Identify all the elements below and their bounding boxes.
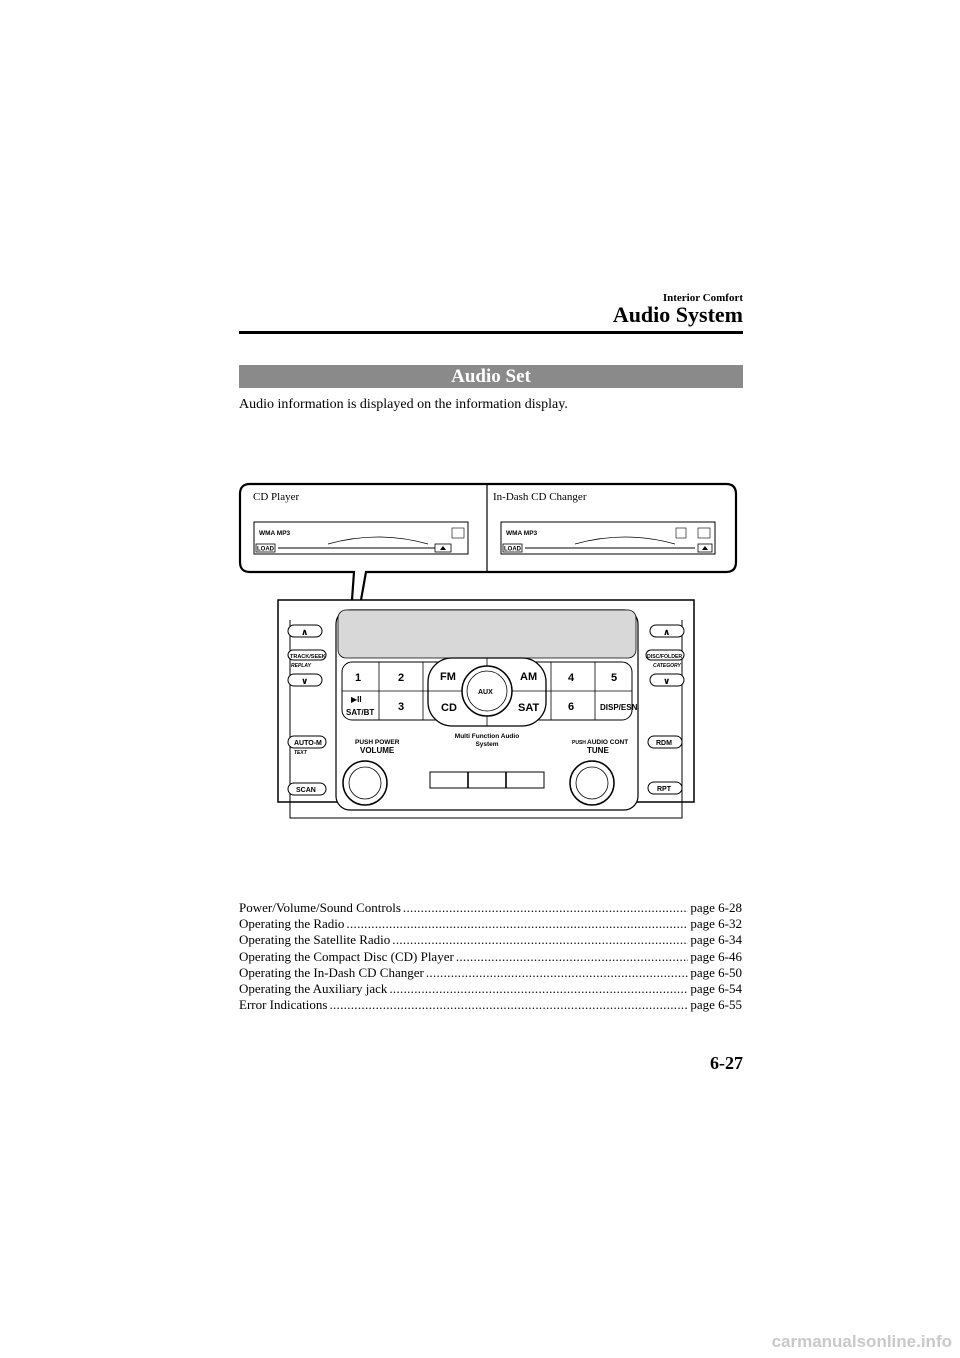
disp-esn-button: DISP/ESN [600,703,638,712]
subsection-heading: Audio Set [239,365,743,388]
changer-label: In-Dash CD Changer [493,491,587,503]
sat-button: SAT [518,702,539,714]
preset-6-button: 6 [568,701,574,713]
preset-4-button: 4 [568,672,575,684]
page-number: 6-27 [710,1053,743,1073]
rpt-button: RPT [657,786,672,793]
replay-label: REPLAY [291,663,312,669]
am-button: AM [520,671,537,683]
disc-folder-label: DISC/FOLDER [647,654,682,660]
seek-down-button: ∨ [301,676,308,686]
text-label: TEXT [294,750,308,756]
scan-button: SCAN [296,787,316,794]
reference-row: Operating the In-Dash CD Changerpage 6-5… [239,965,742,981]
multi-function-label: Multi Function Audio [455,733,519,740]
reference-row: Operating the Auxiliary jackpage 6-54 [239,981,742,997]
aux-button: AUX [478,689,493,696]
audio-cont-label: AUDIO CONT [587,739,628,746]
section-title: Audio System [612,302,743,327]
changer-slot: WMA MP3 LOAD [500,521,716,555]
intro-paragraph: Audio information is displayed on the in… [239,397,568,412]
watermark: carmanualsonline.info [771,1332,952,1351]
play-pause-button: ▶II [351,695,362,704]
cd-player-label: CD Player [253,491,299,503]
reference-row: Error Indicationspage 6-55 [239,997,742,1013]
auto-m-button: AUTO-M [294,740,322,747]
multi-function-label-2: System [475,741,498,748]
sat-bt-button: SAT/BT [346,708,374,717]
reference-list: Power/Volume/Sound Controlspage 6-28 Ope… [239,900,742,1013]
reference-row: Power/Volume/Sound Controlspage 6-28 [239,900,742,916]
reference-row: Operating the Satellite Radiopage 6-34 [239,932,742,948]
cd-player-slot: WMA MP3 LOAD [253,521,469,555]
fm-button: FM [440,671,456,683]
audio-faceplate: 1 2 3 4 5 6 ▶II SAT/BT DISP/ESN FM AM CD… [277,599,695,819]
header-rule [239,331,743,334]
preset-1-button: 1 [355,672,361,684]
audio-unit-illustration: CD Player In-Dash CD Changer WMA MP3 LOA… [238,480,738,840]
track-seek-label: TRACK/SEEK [290,654,326,660]
folder-down-button: ∨ [663,676,670,686]
seek-up-button: ∧ [301,627,308,637]
folder-up-button: ∧ [663,627,670,637]
reference-row: Operating the Radiopage 6-32 [239,916,742,932]
preset-3-button: 3 [398,701,404,713]
preset-5-button: 5 [611,672,617,684]
svg-text:LOAD: LOAD [504,547,522,553]
category-label: CATEGORY [653,663,682,669]
rdm-button: RDM [656,740,672,747]
tune-label: TUNE [587,746,609,755]
chapter-kicker: Interior Comfort [662,292,743,304]
svg-text:WMA MP3: WMA MP3 [259,530,291,537]
svg-text:WMA MP3: WMA MP3 [506,530,538,537]
cd-button: CD [441,702,457,714]
preset-2-button: 2 [398,672,404,684]
push-label: PUSH [572,740,586,746]
push-power-label: PUSH POWER [355,739,400,746]
reference-row: Operating the Compact Disc (CD) Playerpa… [239,949,742,965]
volume-label: VOLUME [360,746,395,755]
svg-text:LOAD: LOAD [257,547,275,553]
